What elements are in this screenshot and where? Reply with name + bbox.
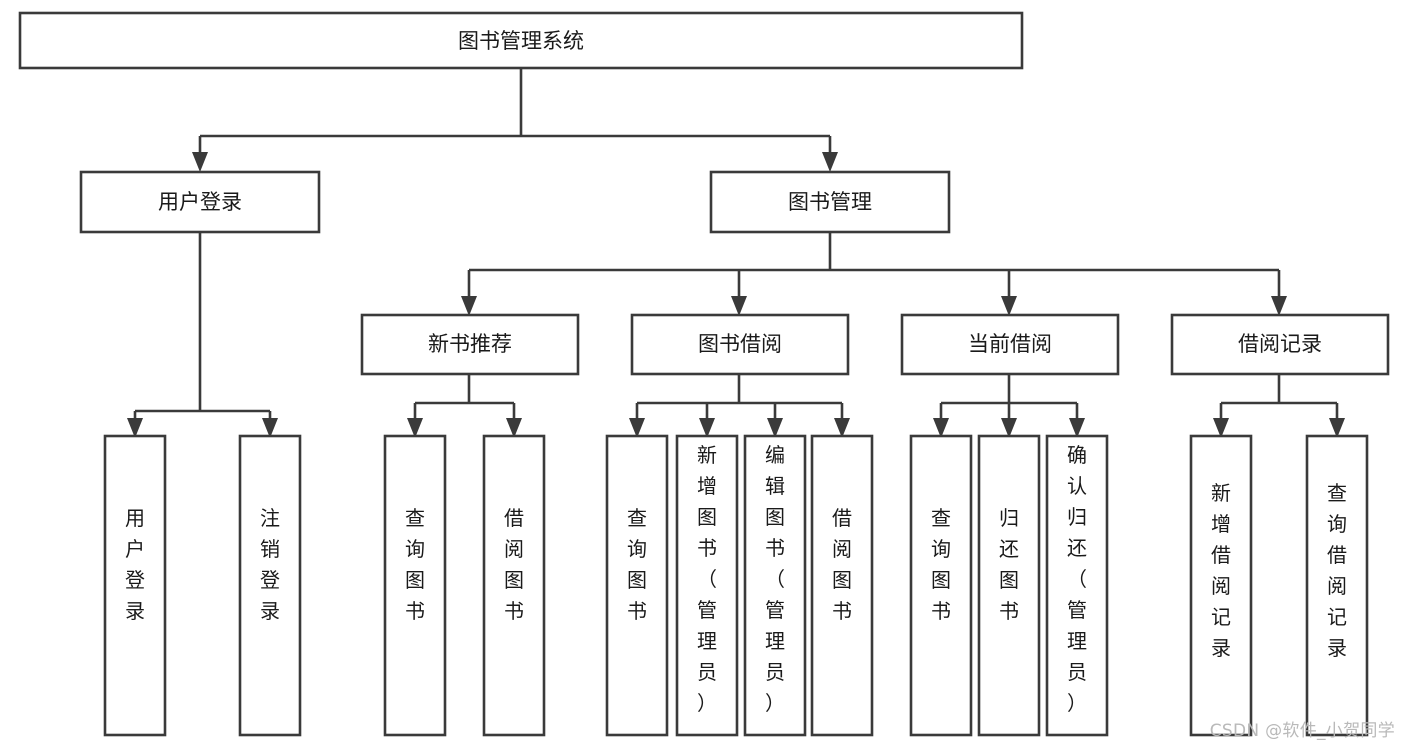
- arrow-root-to-book-manage: [822, 152, 838, 172]
- leaf-recommend-borrow-book-label: 借阅图书: [504, 506, 524, 623]
- node-user-login-box[interactable]: [79, 170, 321, 234]
- node-new-book-recommend-label: 新书推荐: [428, 332, 512, 356]
- arrow-root-to-user-login: [192, 152, 208, 172]
- leaf-node[interactable]: 借阅图书: [482, 434, 546, 737]
- leaf-borrow-query-book-label: 查询图书: [627, 506, 647, 623]
- node-root-label: 图书管理系统: [458, 29, 584, 53]
- node-current-borrow-box[interactable]: [900, 313, 1120, 376]
- leaf-return-book-box[interactable]: [977, 434, 1041, 737]
- arrow-bm-to-borrow: [731, 296, 747, 316]
- node-book-management-label: 图书管理: [788, 190, 872, 214]
- node-root-book-management-system[interactable]: 图书管理系统: [18, 11, 1024, 70]
- leaf-recommend-query-book-label: 查询图书: [405, 506, 425, 623]
- leaf-logout-label: 注销登录: [260, 506, 280, 623]
- leaf-node[interactable]: 确认归还（管理员）: [1045, 434, 1109, 737]
- leaf-node[interactable]: 新增借阅记录: [1189, 434, 1253, 737]
- leaf-node[interactable]: 查询图书: [909, 434, 973, 737]
- leaf-node[interactable]: 用户登录: [103, 434, 167, 737]
- leaf-recommend-borrow-book-box[interactable]: [482, 434, 546, 737]
- leaf-add-borrow-record-box[interactable]: [1189, 434, 1253, 737]
- leaf-recommend-query-book-box[interactable]: [383, 434, 447, 737]
- leaf-current-query-book-label: 查询图书: [931, 506, 951, 623]
- leaf-node[interactable]: 查询借阅记录: [1305, 434, 1369, 737]
- node-current-borrow[interactable]: 当前借阅: [900, 313, 1120, 376]
- node-book-borrow-box[interactable]: [630, 313, 850, 376]
- node-user-login-label: 用户登录: [158, 190, 242, 214]
- leaf-node[interactable]: 归还图书: [977, 434, 1041, 737]
- node-current-borrow-label: 当前借阅: [968, 332, 1052, 356]
- leaf-confirm-return-admin-label: 确认归还（管理员）: [1067, 443, 1087, 715]
- node-book-borrow-label: 图书借阅: [698, 332, 782, 356]
- leaf-return-book-label: 归还图书: [999, 506, 1019, 623]
- node-borrow-record[interactable]: 借阅记录: [1170, 313, 1390, 376]
- leaf-node[interactable]: 借阅图书: [810, 434, 874, 737]
- leaf-logout-box[interactable]: [238, 434, 302, 737]
- leaf-edit-book-admin-label: 编辑图书（管理员）: [765, 443, 785, 715]
- leaf-borrow-book-box[interactable]: [810, 434, 874, 737]
- node-new-book-recommend-box[interactable]: [360, 313, 580, 376]
- leaf-user-login-label: 用户登录: [125, 506, 145, 623]
- leaf-add-book-admin-box[interactable]: [675, 434, 739, 737]
- leaf-add-book-admin-label: 新增图书（管理员）: [697, 443, 717, 715]
- leaf-node[interactable]: 注销登录: [238, 434, 302, 737]
- connector-layer: [127, 68, 1345, 438]
- node-user-login[interactable]: 用户登录: [79, 170, 321, 234]
- arrow-bm-to-recommend: [461, 296, 477, 316]
- leaf-borrow-query-book-box[interactable]: [605, 434, 669, 737]
- node-new-book-recommend[interactable]: 新书推荐: [360, 313, 580, 376]
- node-borrow-record-label: 借阅记录: [1238, 332, 1322, 356]
- leaf-node[interactable]: 查询图书: [605, 434, 669, 737]
- node-borrow-record-box[interactable]: [1170, 313, 1390, 376]
- node-book-borrow[interactable]: 图书借阅: [630, 313, 850, 376]
- node-root-box[interactable]: [18, 11, 1024, 70]
- leaf-add-borrow-record-label: 新增借阅记录: [1211, 481, 1231, 660]
- leaf-node[interactable]: 编辑图书（管理员）: [743, 434, 807, 737]
- leaf-current-query-book-box[interactable]: [909, 434, 973, 737]
- leaf-confirm-return-admin-box[interactable]: [1045, 434, 1109, 737]
- leaf-edit-book-admin-box[interactable]: [743, 434, 807, 737]
- leaf-borrow-book-label: 借阅图书: [832, 506, 852, 623]
- node-book-management-box[interactable]: [709, 170, 951, 234]
- leaf-node[interactable]: 查询图书: [383, 434, 447, 737]
- arrow-bm-to-record: [1271, 296, 1287, 316]
- leaf-user-login-box[interactable]: [103, 434, 167, 737]
- csdn-watermark: CSDN @软件_小贺同学: [1209, 721, 1395, 741]
- arrow-bm-to-current: [1001, 296, 1017, 316]
- leaf-query-borrow-record-label: 查询借阅记录: [1327, 481, 1347, 660]
- leaf-node[interactable]: 新增图书（管理员）: [675, 434, 739, 737]
- node-book-management[interactable]: 图书管理: [709, 170, 951, 234]
- leaf-query-borrow-record-box[interactable]: [1305, 434, 1369, 737]
